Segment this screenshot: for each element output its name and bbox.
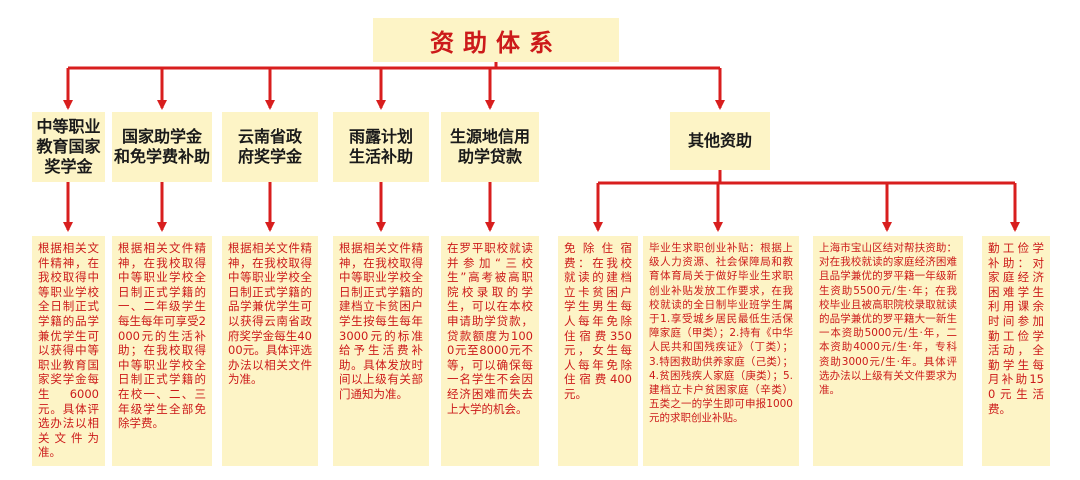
category-label-line: 中等职业 — [36, 117, 101, 136]
detail-baoshan-assistance: 上海市宝山区结对帮扶资助：对在我校就读的家庭经济困难且品学兼优的罗平籍一年级新生… — [813, 236, 963, 466]
category-label-line: 生源地信用 — [449, 127, 530, 146]
category-label-line: 府奖学金 — [237, 147, 302, 166]
detail-text: 在罗平职校就读并参加“三校生”高考被高职院校录取的学生，可以在本校申请助学贷款，… — [447, 241, 533, 416]
category-label-line: 奖学金 — [44, 157, 93, 176]
detail-text: 上海市宝山区结对帮扶资助：对在我校就读的家庭经济困难且品学兼优的罗平籍一年级新生… — [819, 242, 957, 397]
category-label-line: 助学贷款 — [457, 147, 522, 166]
detail-text: 根据相关文件精神，在我校取得中等职业学校全日制正式学籍的品学兼优学生可以获得云南… — [228, 241, 312, 387]
category-national-grant: 国家助学金 和免学费补助 — [112, 112, 212, 182]
category-student-loan: 生源地信用 助学贷款 — [441, 112, 539, 182]
detail-text: 根据相关文件精神，在我校取得中等职业学校全日制正式学籍的品学兼优学生可以获得中等… — [38, 241, 99, 460]
detail-student-loan: 在罗平职校就读并参加“三校生”高考被高职院校录取的学生，可以在本校申请助学贷款，… — [441, 236, 539, 466]
category-national-scholarship: 中等职业 教育国家 奖学金 — [32, 112, 105, 182]
category-label-line: 其他资助 — [687, 131, 752, 150]
category-yulu-plan: 雨露计划 生活补助 — [333, 112, 429, 182]
category-label-line: 国家助学金 — [121, 127, 202, 146]
category-label-line: 教育国家 — [36, 137, 101, 156]
category-label-line: 和免学费补助 — [114, 147, 211, 166]
category-label-line: 雨露计划 — [348, 127, 413, 146]
detail-yulu-plan: 根据相关文件精神，在我校取得中等职业学校全日制正式学籍的建档立卡贫困户学生按每生… — [333, 236, 429, 466]
diagram-title: 资助体系 — [373, 18, 619, 62]
category-yunnan-scholarship: 云南省政 府奖学金 — [222, 112, 318, 182]
detail-national-scholarship: 根据相关文件精神，在我校取得中等职业学校全日制正式学籍的品学兼优学生可以获得中等… — [32, 236, 105, 466]
category-label-line: 生活补助 — [348, 147, 413, 166]
detail-text: 免除住宿费：在我校就读的建档立卡贫困户学生男生每人每年免除住宿费350元，女生每… — [564, 241, 632, 401]
category-other-funding: 其他资助 — [670, 112, 770, 170]
detail-yunnan-scholarship: 根据相关文件精神，在我校取得中等职业学校全日制正式学籍的品学兼优学生可以获得云南… — [222, 236, 318, 466]
category-label-line: 云南省政 — [237, 127, 302, 146]
detail-work-study: 勤工俭学补助：对家庭经济困难学生利用课余时间参加勤工俭学活动，全勤学生每月补助1… — [982, 236, 1050, 466]
detail-text: 根据相关文件精神，在我校取得中等职业学校全日制正式学籍的一、二年级学生每生每年可… — [118, 241, 206, 431]
detail-job-subsidy: 毕业生求职创业补贴：根据上级人力资源、社会保障局和教育体育局关于做好毕业生求职创… — [643, 236, 799, 466]
detail-text: 毕业生求职创业补贴：根据上级人力资源、社会保障局和教育体育局关于做好毕业生求职创… — [649, 242, 793, 425]
detail-text: 根据相关文件精神，在我校取得中等职业学校全日制正式学籍的建档立卡贫困户学生按每生… — [339, 241, 423, 401]
detail-national-grant: 根据相关文件精神，在我校取得中等职业学校全日制正式学籍的一、二年级学生每生每年可… — [112, 236, 212, 466]
detail-text: 勤工俭学补助：对家庭经济困难学生利用课余时间参加勤工俭学活动，全勤学生每月补助1… — [988, 241, 1044, 416]
detail-accommodation-waiver: 免除住宿费：在我校就读的建档立卡贫困户学生男生每人每年免除住宿费350元，女生每… — [558, 236, 638, 466]
